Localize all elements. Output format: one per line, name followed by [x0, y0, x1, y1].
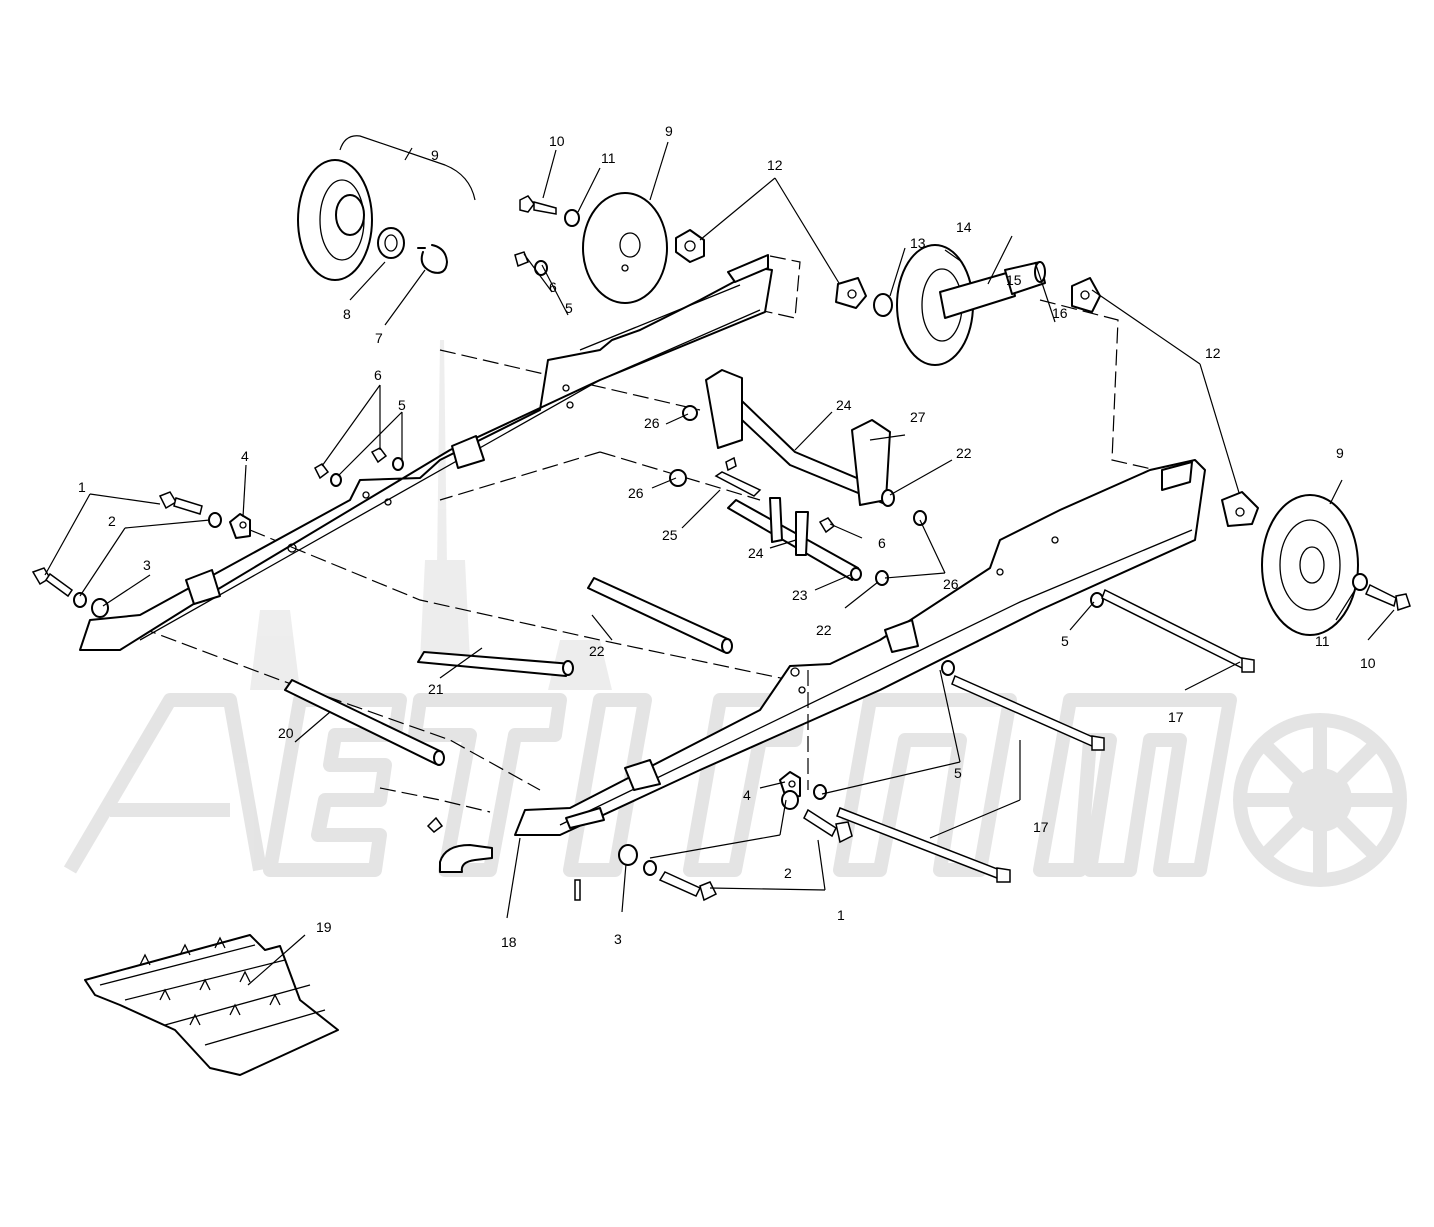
leader-12-top: [699, 177, 843, 289]
callout-label: 22: [956, 445, 972, 461]
long-bolts: [836, 588, 1255, 883]
callout-label: 1: [78, 479, 86, 495]
top-wheel-hardware: [519, 141, 705, 304]
callout-label: 17: [1033, 819, 1049, 835]
callout-label: 19: [316, 919, 332, 935]
right-wheel-hardware: [1221, 479, 1411, 641]
callout-label: 13: [910, 235, 926, 251]
callout-label: 14: [956, 219, 972, 235]
callout-label: 26: [943, 576, 959, 592]
callout-label: 5: [398, 397, 406, 413]
callout-label: 12: [1205, 345, 1221, 361]
callout-label: 2: [784, 865, 792, 881]
callout-label: 1: [837, 907, 845, 923]
callout-label: 26: [644, 415, 660, 431]
callout-label: 5: [565, 300, 573, 316]
rear-axle-assembly: [835, 235, 1101, 366]
callout-label: 22: [589, 643, 605, 659]
callout-label: 11: [601, 150, 616, 166]
callout-label: 3: [614, 931, 622, 947]
right-slide-rail: [514, 459, 1206, 836]
callout-label: 24: [836, 397, 852, 413]
idler-wheel-exploded: [297, 135, 476, 326]
callout-label: 9: [431, 147, 439, 163]
callout-label: 10: [1360, 655, 1376, 671]
callout-label: 10: [549, 133, 565, 149]
callout-label: 2: [108, 513, 116, 529]
callout-label: 21: [428, 681, 444, 697]
callout-label: 6: [549, 279, 557, 295]
track-section: [84, 934, 339, 1076]
cross-shafts: [284, 369, 895, 766]
callout-label: 6: [878, 535, 886, 551]
callout-label: 17: [1168, 709, 1184, 725]
callout-label: 9: [665, 123, 673, 139]
callout-label: 3: [143, 557, 151, 573]
callout-label: 5: [1061, 633, 1069, 649]
callout-label: 16: [1052, 305, 1068, 321]
callout-label: 12: [767, 157, 783, 173]
callout-label: 6: [374, 367, 382, 383]
callout-label: 25: [662, 527, 678, 543]
left-slide-rail: [79, 254, 773, 651]
callout-label: 7: [375, 330, 383, 346]
leader-lines: [44, 253, 1241, 919]
leader-12-right: [1091, 289, 1241, 497]
callout-label: 8: [343, 306, 351, 322]
callout-labels: 9 10 11 9 12 8 7 13 14 15 16 6 5 12 6 5 …: [78, 123, 1376, 950]
callout-label: 18: [501, 934, 517, 950]
callout-label: 4: [743, 787, 751, 803]
callout-label: 4: [241, 448, 249, 464]
callout-label: 23: [792, 587, 808, 603]
callout-label: 11: [1315, 633, 1330, 649]
callout-label: 27: [910, 409, 926, 425]
callout-label: 22: [816, 622, 832, 638]
callout-label: 5: [954, 765, 962, 781]
callout-label: 15: [1006, 272, 1022, 288]
callout-label: 26: [628, 485, 644, 501]
callout-label: 24: [748, 545, 764, 561]
callout-label: 9: [1336, 445, 1344, 461]
callout-label: 20: [278, 725, 294, 741]
